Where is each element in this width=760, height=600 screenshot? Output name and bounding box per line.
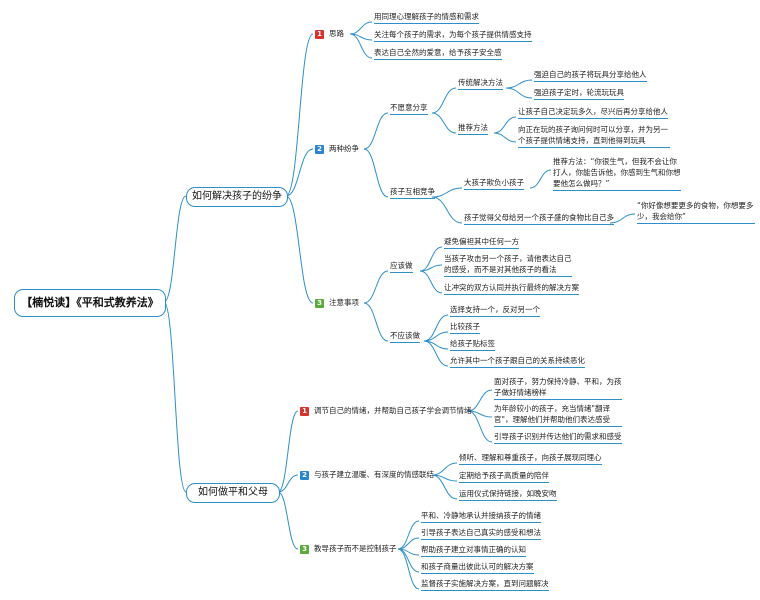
dispute-unwilling-share[interactable]: 不愿意分享 <box>390 102 428 115</box>
connector-line <box>423 314 449 342</box>
topic-two-disputes[interactable]: 2 两种纷争 <box>315 143 359 154</box>
branch-resolve-disputes[interactable]: 如何解决孩子的纷争 <box>186 187 288 207</box>
topic-label: 教导孩子而不是控制孩子 <box>314 544 397 553</box>
connector-line <box>493 116 517 134</box>
connector-line <box>505 79 533 89</box>
connector-line <box>363 270 389 304</box>
connector-line <box>285 33 314 197</box>
connector-line <box>277 491 299 550</box>
bond-item: 倾听、理解和尊重孩子，向孩子展现同理心 <box>459 452 602 465</box>
connector-line <box>397 520 420 550</box>
connector-line <box>397 548 420 590</box>
topic-label: 思路 <box>329 29 344 38</box>
should-not-item: 比较孩子 <box>450 321 480 334</box>
connector-line <box>363 148 389 198</box>
topic-emotional-bond[interactable]: 2 与孩子建立温暖、有深度的情感联结 <box>300 469 434 480</box>
connector-line <box>609 213 636 224</box>
connector-line <box>349 21 373 35</box>
should-not-item: 给孩子贴标签 <box>450 338 495 351</box>
topic-label: 两种纷争 <box>329 144 359 153</box>
topic-label: 调节自己的情绪，并帮助自己孩子学会调节情绪 <box>314 406 472 415</box>
share-traditional-item: 强迫自己的孩子将玩具分享给他人 <box>534 69 647 82</box>
teach-item: 监督孩子实施解决方案，直到问题解决 <box>421 578 549 591</box>
share-recommended-item: 让孩子自己决定玩多久，尽兴后再分享给他人 <box>518 106 668 119</box>
badge-1: 1 <box>300 407 309 416</box>
connector-line <box>419 270 443 294</box>
connector-line <box>431 112 457 134</box>
connector-line <box>163 301 187 493</box>
teach-item: 平和、冷静地承认并接纳孩子的情绪 <box>421 510 541 523</box>
should-not-item: 选择支持一个，反对另一个 <box>450 304 540 317</box>
connector-line <box>363 112 389 150</box>
topic-label: 与孩子建立温暖、有深度的情感联结 <box>314 470 434 479</box>
share-recommended[interactable]: 推荐方法 <box>458 122 488 135</box>
connector-line <box>505 87 533 99</box>
teach-item: 帮助孩子建立对事情正确的认知 <box>421 544 526 557</box>
connector-line <box>431 474 458 500</box>
connector-line <box>431 187 463 198</box>
connector-line <box>493 132 517 143</box>
connector-line <box>277 410 299 493</box>
bond-item: 定期给予孩子高质量的陪伴 <box>459 470 549 483</box>
connector-line <box>467 389 493 412</box>
approach-item: 用同理心理解孩子的情感和需求 <box>374 11 479 24</box>
should-not-item: 允许其中一个孩子跟自己的关系持续恶化 <box>450 355 585 368</box>
food-jealousy[interactable]: 孩子觉得父母给另一个孩子盛的食物比自己多 <box>464 212 614 225</box>
badge-2: 2 <box>315 145 324 154</box>
share-recommended-item: 向正在玩的孩子询问何时可以分享，并为另一个孩子提供情绪支持，直到他得到玩具 <box>518 124 670 148</box>
connector-line <box>285 148 314 197</box>
connector-line <box>431 196 463 224</box>
connector-line <box>423 340 449 367</box>
topic-label: 注意事项 <box>329 298 359 307</box>
regulate-item: 为年龄较小的孩子，充当情绪"翻译官"，理解他们并帮助他们表达感受 <box>494 403 622 427</box>
should-not-do[interactable]: 不应该做 <box>390 330 420 343</box>
badge-3: 3 <box>300 545 309 554</box>
dispute-competition[interactable]: 孩子互相竞争 <box>390 186 435 199</box>
connector-line <box>419 264 443 272</box>
bully-recommendation: 推荐方法：“你很生气，但我不会让你打人，你能告诉他，你感到生气和你想要他怎么做吗… <box>553 156 681 191</box>
connector-line <box>349 33 373 59</box>
connector-line <box>431 462 458 476</box>
connector-line <box>163 195 187 303</box>
bully-small[interactable]: 大孩子欺负小孩子 <box>464 177 524 190</box>
should-do[interactable]: 应该做 <box>390 260 413 273</box>
approach-item: 表达自己全然的爱意，给予孩子安全感 <box>374 47 502 60</box>
connector-line <box>467 410 493 443</box>
share-traditional-item: 强迫孩子定时，轮流玩玩具 <box>534 87 624 100</box>
connector-line <box>285 195 314 304</box>
bond-item: 运用仪式保持链接，如晚安吻 <box>459 488 557 501</box>
connector-line <box>363 302 389 342</box>
connector-line <box>397 537 420 550</box>
should-do-item: 避免偏袒其中任何一方 <box>444 236 519 249</box>
connector-line <box>529 169 552 189</box>
badge-3: 3 <box>315 299 324 308</box>
teach-item: 引导孩子表达自己真实的感受和想法 <box>421 527 541 540</box>
topic-notes[interactable]: 3 注意事项 <box>315 297 359 308</box>
regulate-item: 引导孩子识别并传达他们的需求和感受 <box>494 431 622 444</box>
topic-teach-not-control[interactable]: 3 教导孩子而不是控制孩子 <box>300 543 397 554</box>
share-traditional[interactable]: 传统解决方法 <box>458 77 503 90</box>
should-do-item: 让冲突的双方认同并执行最终的解决方案 <box>444 282 579 295</box>
teach-item: 和孩子商量出彼此认可的解决方案 <box>421 561 534 574</box>
connector-line <box>277 474 299 493</box>
regulate-item: 面对孩子，努力保持冷静、平和，为孩子做好情绪榜样 <box>494 376 622 400</box>
food-reply: “你好像想要更多的食物，你想要多少，我会给你” <box>637 200 755 224</box>
connector-line <box>431 87 457 114</box>
root-node[interactable]: 【楠悦读】《平和式教养法》 <box>14 289 166 317</box>
badge-1: 1 <box>315 30 324 39</box>
should-do-item: 当孩子攻击另一个孩子，请他表达自己的感受，而不是对其他孩子的看法 <box>444 253 572 277</box>
approach-item: 关注每个孩子的需求，为每个孩子提供情感支持 <box>374 29 532 42</box>
branch-calm-parents[interactable]: 如何做平和父母 <box>186 483 280 503</box>
topic-regulate-emotions[interactable]: 1 调节自己的情绪，并帮助自己孩子学会调节情绪 <box>300 405 472 416</box>
badge-2: 2 <box>300 471 309 480</box>
topic-approach[interactable]: 1 思路 <box>315 28 344 39</box>
connector-line <box>419 246 443 272</box>
